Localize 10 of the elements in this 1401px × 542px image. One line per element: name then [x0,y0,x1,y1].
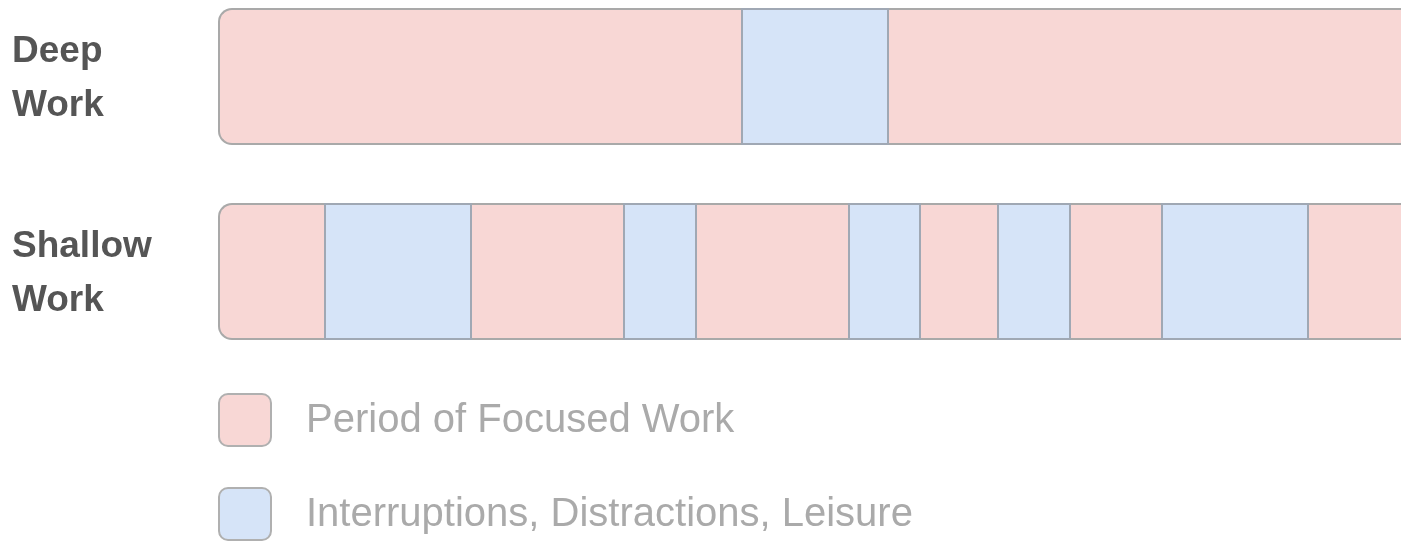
interruption-block [741,8,889,145]
legend-label: Interruptions, Distractions, Leisure [306,489,913,536]
interruption-block [623,203,697,340]
interruption-block [997,203,1071,340]
row-heading: Deep Work [12,27,105,126]
interruption-block [848,203,921,340]
interruption-block [1161,203,1309,340]
interruption-block [324,203,472,340]
row-heading: Shallow Work [12,222,153,321]
legend-label: Period of Focused Work [306,395,735,442]
